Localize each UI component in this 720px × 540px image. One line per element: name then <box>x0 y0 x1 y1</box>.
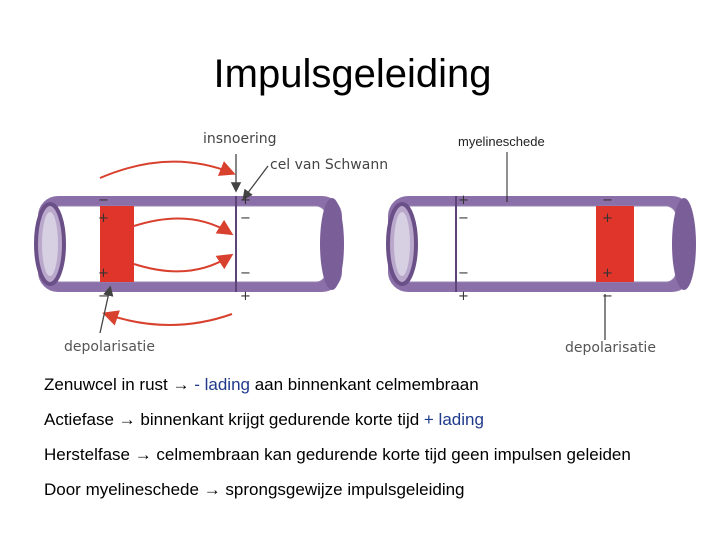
right-depolarized-zone <box>596 206 634 282</box>
charge: − <box>458 211 469 226</box>
charge: + <box>240 289 251 304</box>
arrow-top-outer <box>99 160 236 179</box>
label-insnoering: insnoering <box>203 131 277 147</box>
label-cel-van-schwann: cel van Schwann <box>270 157 389 173</box>
line-herstelfase: Herstelfase → celmembraan kan gedurende … <box>44 445 631 464</box>
right-axon-lumen <box>399 205 677 283</box>
left-current-arrows <box>99 160 236 326</box>
right-charges: + − − + − + + − <box>458 193 613 304</box>
arrow-inside-bottom <box>133 253 234 273</box>
arrow-icon: → <box>118 410 136 429</box>
charge: − <box>602 289 613 304</box>
schwann-pointer <box>242 165 269 201</box>
line-actiefase: Actiefase → binnenkant krijgt gedurende … <box>44 410 484 429</box>
depol-left-pointer <box>99 285 114 334</box>
arrow-icon: → <box>134 445 152 464</box>
arrow-bottom-outer <box>102 310 233 326</box>
charge: − <box>240 211 251 226</box>
charge: + <box>98 211 109 226</box>
left-depolarized-zone <box>100 206 134 282</box>
left-axon <box>34 196 344 292</box>
arrow-icon: → <box>203 480 221 499</box>
explanation-list: Zenuwcel in rust → - lading aan binnenka… <box>44 375 704 515</box>
label-depolarisatie-left: depolarisatie <box>64 339 155 355</box>
charge: − <box>240 266 251 281</box>
charge: − <box>602 193 613 208</box>
charge: + <box>98 266 109 281</box>
charge: − <box>458 266 469 281</box>
charge: + <box>602 211 613 226</box>
charge: + <box>458 289 469 304</box>
charge: + <box>458 193 469 208</box>
arrow-icon: → <box>172 375 190 394</box>
charge: − <box>98 289 109 304</box>
page-title: Impulsgeleiding <box>213 52 492 96</box>
label-myelineschede: myelineschede <box>458 134 545 149</box>
line-myelineschede: Door myelineschede → sprongsgewijze impu… <box>44 480 465 499</box>
charge: + <box>240 193 251 208</box>
right-axon <box>386 196 696 292</box>
charge: + <box>602 266 613 281</box>
nerve-conduction-diagram: − + + − + − − + + − − + − + + − <box>34 152 696 340</box>
line-rest: Zenuwcel in rust → - lading aan binnenka… <box>44 375 479 394</box>
arrow-inside-top <box>133 217 234 236</box>
label-depolarisatie-right: depolarisatie <box>565 340 656 356</box>
charge: − <box>98 193 109 208</box>
left-charges: − + + − + − − + <box>98 193 251 304</box>
